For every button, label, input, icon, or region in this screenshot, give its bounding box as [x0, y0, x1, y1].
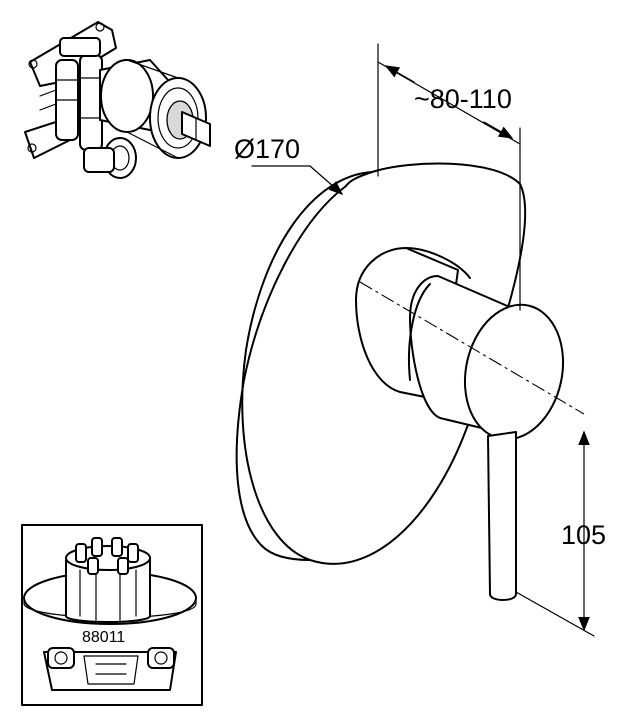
- part-number: 88011: [82, 629, 125, 646]
- diameter-label: Ø170: [234, 134, 300, 164]
- height-label: 105: [561, 520, 606, 550]
- projection-label: ~80-110: [414, 84, 512, 114]
- valve-body-icon: [24, 21, 211, 179]
- projection-dimension: ~80-110: [377, 43, 521, 311]
- height-dimension: 105: [515, 430, 606, 637]
- diameter-dimension: Ø170: [234, 134, 344, 195]
- control-knob-icons: [75, 537, 139, 575]
- shower-mixer-trim: [235, 162, 585, 601]
- thermostatic-body-icon: 88011: [21, 524, 203, 706]
